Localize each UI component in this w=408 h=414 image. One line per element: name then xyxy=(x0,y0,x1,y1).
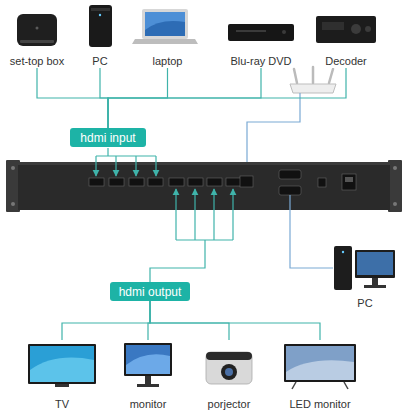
device-label: porjector xyxy=(207,398,252,411)
source-device: laptop xyxy=(135,4,200,68)
hdmi-input-tag: hdmi input xyxy=(70,128,146,147)
device-label: TV xyxy=(54,398,70,411)
display-device: TV xyxy=(26,340,98,411)
bluray-player-icon xyxy=(228,24,294,41)
hdmi-cable xyxy=(150,301,320,340)
decoder-icon xyxy=(316,16,376,43)
rs232-wire xyxy=(290,195,333,268)
device-label: set-top box xyxy=(9,55,65,68)
tag-label: hdmi output xyxy=(119,285,182,299)
tv-icon xyxy=(28,344,96,387)
source-device: Decoder xyxy=(314,4,378,68)
hdmi-cable xyxy=(108,68,346,128)
device-label: monitor xyxy=(129,398,168,411)
device-label: LED monitor xyxy=(288,398,351,411)
display-device: monitor xyxy=(120,340,176,411)
hdmi-cable xyxy=(37,68,108,128)
output-arrows xyxy=(150,189,233,282)
control-pc: PC xyxy=(330,242,400,310)
source-device: Blu-ray DVD xyxy=(224,4,298,68)
device-label: PC xyxy=(356,297,373,310)
hdmi-output-tag: hdmi output xyxy=(110,282,190,301)
projector-icon xyxy=(206,352,252,384)
source-device: set-top box xyxy=(2,6,72,68)
hdmi-matrix-unit xyxy=(6,160,402,212)
display-device: LED monitor xyxy=(280,340,360,411)
monitor-icon xyxy=(124,343,172,387)
device-label: PC xyxy=(91,55,108,68)
pc-tower-icon xyxy=(89,5,112,47)
pc-workstation-icon xyxy=(334,246,395,290)
device-label: Decoder xyxy=(324,55,368,68)
device-label: laptop xyxy=(152,55,184,68)
led-monitor-icon xyxy=(284,344,356,389)
input-arrows xyxy=(96,148,156,176)
set-top-box-icon xyxy=(17,14,57,46)
laptop-icon xyxy=(132,9,198,44)
hdmi-cable xyxy=(150,301,229,340)
tag-label: hdmi input xyxy=(80,131,135,145)
source-device: PC xyxy=(80,4,120,68)
hdmi-cable xyxy=(62,301,150,340)
display-device: porjector xyxy=(198,340,260,411)
hdmi-cable xyxy=(100,68,108,128)
router-icon xyxy=(290,67,336,93)
device-label: Blu-ray DVD xyxy=(229,55,292,68)
